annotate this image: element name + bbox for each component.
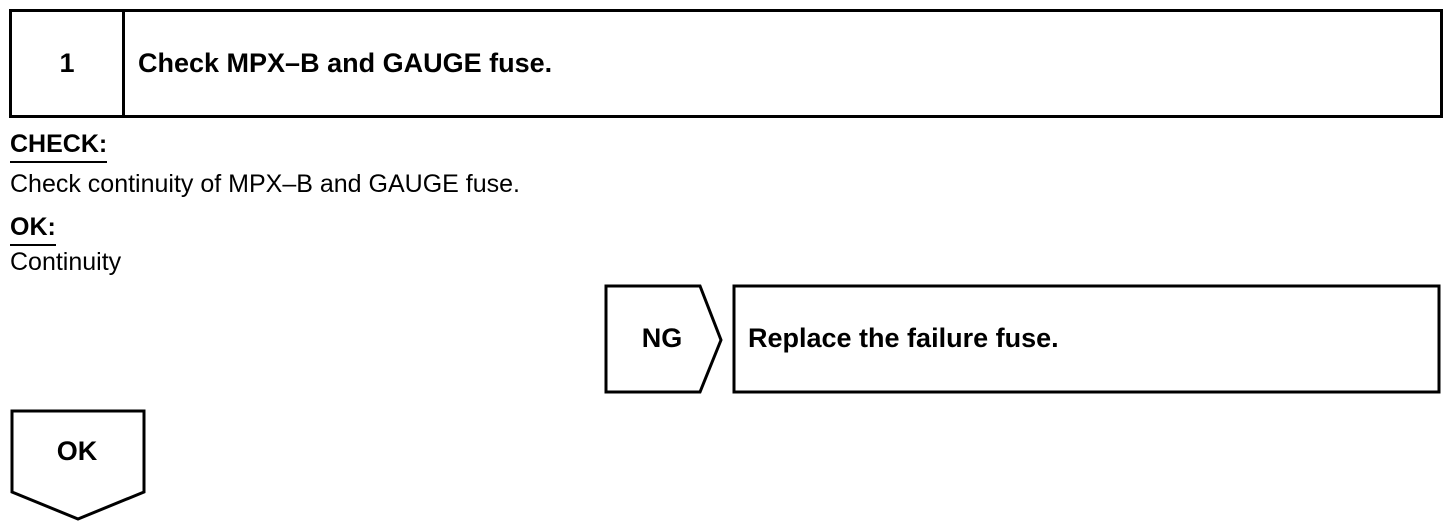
ng-result-text: Replace the failure fuse. bbox=[748, 323, 1059, 353]
step-header-box: 1 Check MPX–B and GAUGE fuse. bbox=[9, 9, 1443, 118]
ng-label: NG bbox=[641, 323, 683, 353]
ok-text: Continuity bbox=[10, 248, 122, 276]
step-title: Check MPX–B and GAUGE fuse. bbox=[138, 48, 553, 78]
check-text: Check continuity of MPX–B and GAUGE fuse… bbox=[10, 170, 520, 198]
step-number: 1 bbox=[12, 12, 125, 115]
ok-label: OK: bbox=[10, 215, 56, 246]
check-label: CHECK: bbox=[10, 132, 108, 163]
ok-flow-label: OK bbox=[56, 436, 98, 466]
